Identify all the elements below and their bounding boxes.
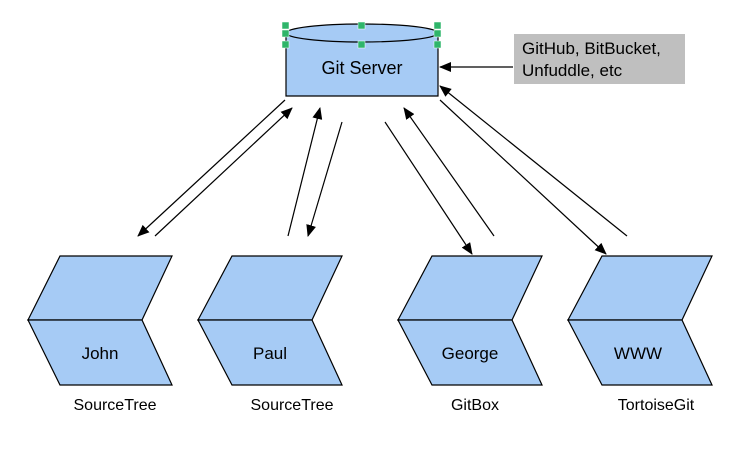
arrow-paul-to-server[interactable] xyxy=(287,107,323,237)
client-shape-paul[interactable] xyxy=(197,255,343,386)
selection-handle xyxy=(357,21,366,30)
client-name-paul: Paul xyxy=(252,344,288,363)
client-name-www: WWW xyxy=(613,344,663,363)
selection-handle xyxy=(433,29,442,38)
selection-handles[interactable] xyxy=(281,21,442,49)
arrow-server-to-john[interactable] xyxy=(137,99,286,237)
arrow-server-to-www[interactable] xyxy=(439,99,607,255)
arrow-server-to-george[interactable] xyxy=(384,121,473,255)
client-shape-george[interactable] xyxy=(397,255,543,386)
client-shape-www[interactable] xyxy=(567,255,713,386)
selection-handle xyxy=(357,40,366,49)
client-tool-paul: SourceTree xyxy=(250,397,334,414)
client-shape-john[interactable] xyxy=(27,255,173,386)
hosting-note-line2: Unfuddle, etc xyxy=(522,61,623,80)
arrow-john-to-server[interactable] xyxy=(154,107,293,237)
client-tool-george: GitBox xyxy=(450,397,499,414)
selection-handle xyxy=(281,40,290,49)
hosting-note[interactable]: GitHub, BitBucket, Unfuddle, etc xyxy=(514,34,685,84)
selection-handle xyxy=(281,21,290,30)
client-tool-www: TortoiseGit xyxy=(617,397,695,414)
arrow-server-to-paul[interactable] xyxy=(306,121,343,237)
arrow-www-to-server[interactable] xyxy=(439,85,628,237)
client-name-john: John xyxy=(81,344,119,363)
client-name-george: George xyxy=(441,344,499,363)
arrow-george-to-server[interactable] xyxy=(403,107,495,237)
selection-handle xyxy=(433,40,442,49)
client-tool-john: SourceTree xyxy=(73,397,157,414)
selection-handle xyxy=(281,29,290,38)
hosting-note-line1: GitHub, BitBucket, xyxy=(522,39,661,58)
selection-handle xyxy=(433,21,442,30)
git-server-label: Git Server xyxy=(321,58,403,78)
